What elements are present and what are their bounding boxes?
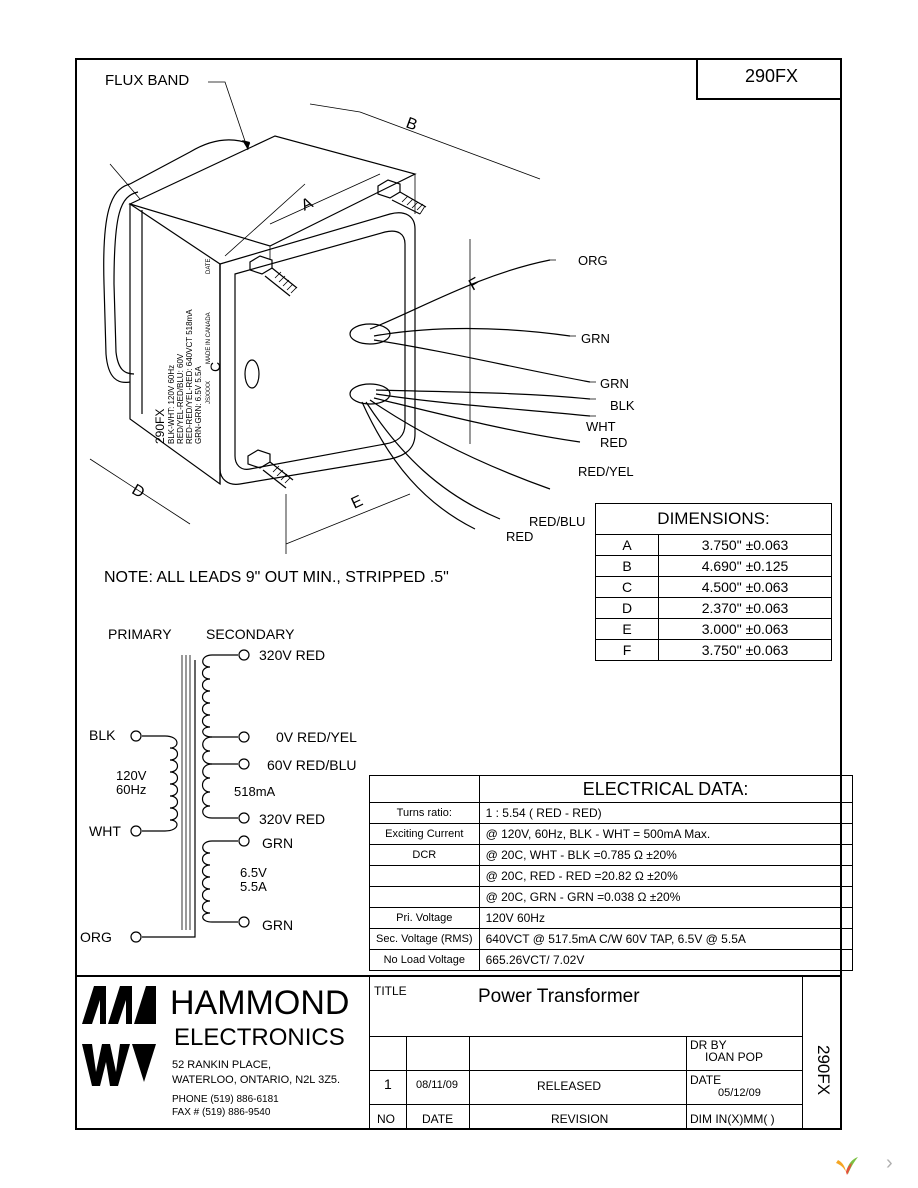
drawing-frame [75,58,842,1130]
electrical-data-table: ELECTRICAL DATA: Turns ratio:1 : 5.54 ( … [369,775,853,971]
sch-grn-1: GRN [262,835,294,851]
lead-label-org: ORG [578,253,608,268]
sch-pri-voltage: 120V [116,768,147,783]
stud-bottom [247,449,294,489]
sch-grn-2: GRN [262,917,294,933]
lead-label-grn-2: GRN [600,376,629,391]
plate-line-2: RED/YEL-RED/BLU: 60V [176,353,185,444]
plate-line-3: RED-RED/YEL-RED: 640VCT 518mA [185,309,194,444]
dim-letter-c-plate: C [207,362,223,372]
electrical-row: Sec. Voltage (RMS)640VCT @ 517.5mA C/W 6… [369,928,853,950]
title-block-vline [369,975,370,1130]
sch-s3: 60V RED/BLU [267,757,357,773]
stud-top-back [377,179,427,215]
company-name-2: ELECTRONICS [174,1024,345,1051]
plate-line-1: BLK-WHT: 120V 60Hz [167,365,176,444]
title-block-divider [75,975,842,977]
tb-hline-1 [369,1036,803,1037]
tb-rev-date: 08/11/09 [416,1079,459,1091]
dimensions-title: DIMENSIONS: [595,503,832,535]
company-address-2: WATERLOO, ONTARIO, N2L 3Z5. [172,1074,341,1086]
lead-label-wht: WHT [586,419,616,434]
tb-vline-1 [406,1036,407,1130]
primary-label: PRIMARY [108,626,172,642]
plate-date-label: DATE [206,258,212,274]
lead-label-red-yel: RED/YEL [578,464,634,479]
transformer-drawing: 290FX BLK-WHT: 120V 60Hz RED/YEL-RED/BLU… [89,81,596,554]
viewer-logo-icon[interactable] [832,1150,862,1180]
tb-col-revision: REVISION [551,1112,609,1126]
flux-band-label: FLUX BAND [105,72,190,89]
tb-side-part: 290FX [814,1045,833,1096]
tb-side-vline [802,975,803,1130]
part-number: 290FX [745,66,799,86]
tb-vline-2 [469,1036,470,1130]
tb-rev-no: 1 [384,1076,392,1092]
tb-title-label: TITLE [374,984,407,998]
tb-vline-3 [686,1036,687,1130]
sch-s4: 320V RED [259,811,326,827]
tb-date: 05/12/09 [718,1087,761,1099]
tb-col-no: NO [377,1112,395,1126]
sch-lv-current: 5.5A [240,879,267,894]
sch-s2: 0V RED/YEL [276,729,357,745]
tb-date-label: DATE [690,1073,722,1087]
hammond-logo [82,986,156,1086]
electrical-title: ELECTRICAL DATA: [478,775,853,803]
company-address-1: 52 RANKIN PLACE, [172,1059,272,1071]
electrical-row: Turns ratio:1 : 5.54 ( RED - RED) [369,802,853,824]
lead-label-red-2: RED [506,529,534,544]
leads-note: NOTE: ALL LEADS 9" OUT MIN., STRIPPED .5… [104,569,449,586]
sch-org: ORG [80,929,112,945]
company-name: HAMMOND [170,984,350,1022]
company-fax: FAX # (519) 886-9540 [172,1107,271,1118]
tb-col-date: DATE [422,1112,454,1126]
lead-label-red-blu: RED/BLU [529,514,586,529]
tb-units: DIM IN(X)MM( ) [690,1112,775,1126]
company-phone: PHONE (519) 886-6181 [172,1094,279,1105]
lead-label-grn-1: GRN [581,331,610,346]
electrical-row: DCR@ 20C, WHT - BLK =0.785 Ω ±20% [369,844,853,866]
tb-revision: RELEASED [537,1079,602,1093]
electrical-row: @ 20C, GRN - GRN =0.038 Ω ±20% [369,886,853,908]
plate-line-4: GRN-GRN: 6.5V 5.5A [194,366,203,444]
sch-pri-freq: 60Hz [116,782,147,797]
lead-label-blk: BLK [610,398,635,413]
sch-blk: BLK [89,727,116,743]
lead-label-red: RED [600,435,628,450]
next-chevron-icon[interactable]: › [886,1152,893,1174]
sch-wht: WHT [89,823,121,839]
plate-made-in: MADE IN CANADA [206,312,212,364]
tb-drby: IOAN POP [705,1050,764,1064]
tb-hline-3 [369,1104,803,1105]
plate-part: 290FX [153,409,167,444]
schematic-diagram [130,649,250,943]
part-number-box [696,58,842,100]
sch-lv-voltage: 6.5V [240,865,267,880]
sch-current: 518mA [234,784,276,799]
tb-hline-2 [369,1070,803,1071]
tb-title: Power Transformer [478,986,640,1007]
electrical-row: Exciting Current@ 120V, 60Hz, BLK - WHT … [369,823,853,845]
plate-code: JSXXXX [206,381,212,404]
stud-top [249,255,298,297]
electrical-row: @ 20C, RED - RED =20.82 Ω ±20% [369,865,853,887]
secondary-label: SECONDARY [206,626,295,642]
tb-drby-label: DR BY [690,1038,727,1052]
sch-s1: 320V RED [259,647,326,663]
